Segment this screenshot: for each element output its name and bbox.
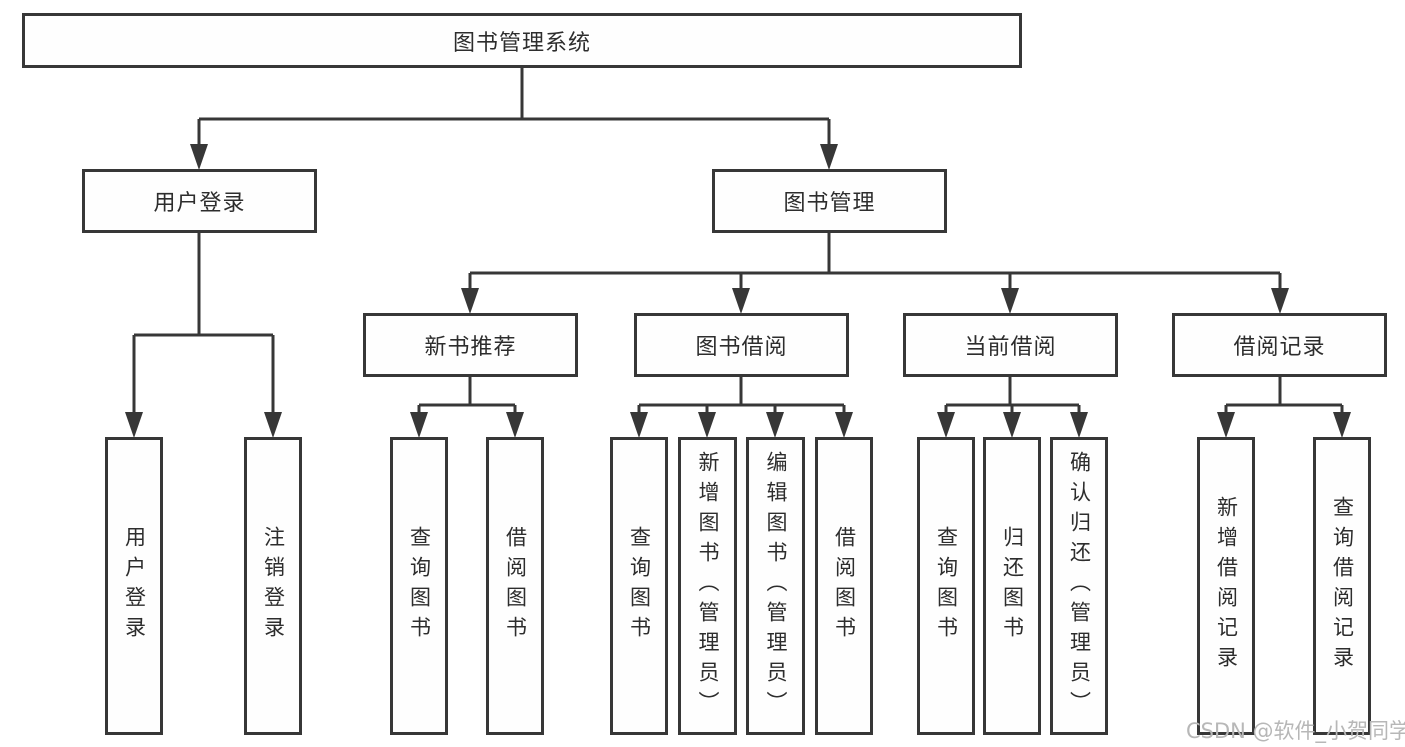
node-confirm-return-admin-label: 确认归还（管理员）	[1067, 451, 1092, 721]
arrowhead	[1271, 288, 1289, 314]
arrowhead	[1070, 412, 1088, 438]
node-borrow-books-recommend: 借阅图书	[486, 437, 544, 735]
node-user-login: 用户登录	[105, 437, 163, 735]
arrowhead	[698, 412, 716, 438]
node-borrow-books-recommend-label: 借阅图书	[503, 526, 528, 646]
node-borrow-books-borrowing-label: 借阅图书	[832, 526, 857, 646]
node-query-books-current: 查询图书	[917, 437, 975, 735]
node-book-management: 图书管理	[712, 169, 947, 233]
node-query-books-borrowing: 查询图书	[610, 437, 668, 735]
node-return-book: 归还图书	[983, 437, 1041, 735]
node-borrowing-records-label: 借阅记录	[1233, 335, 1326, 360]
node-add-book-admin: 新增图书（管理员）	[678, 437, 737, 735]
node-add-borrow-record-label: 新增借阅记录	[1214, 496, 1239, 676]
node-confirm-return-admin: 确认归还（管理员）	[1050, 437, 1108, 735]
node-library-system: 图书管理系统	[22, 13, 1022, 68]
connector-book-management-to-level3	[461, 233, 1289, 314]
node-current-borrowing: 当前借阅	[903, 313, 1118, 377]
node-logout: 注销登录	[244, 437, 302, 735]
node-new-book-recommendation-label: 新书推荐	[424, 335, 517, 360]
arrowhead	[1003, 412, 1021, 438]
node-edit-book-admin-label: 编辑图书（管理员）	[764, 451, 788, 721]
node-borrow-books-borrowing: 借阅图书	[815, 437, 873, 735]
node-add-book-admin-label: 新增图书（管理员）	[696, 451, 720, 721]
node-query-books-current-label: 查询图书	[934, 526, 959, 646]
node-query-borrow-record-label: 查询借阅记录	[1330, 496, 1355, 676]
node-book-borrowing: 图书借阅	[634, 313, 849, 377]
node-user-login-group-label: 用户登录	[153, 191, 246, 216]
arrowhead	[1001, 288, 1019, 314]
arrowhead	[1333, 412, 1351, 438]
arrowhead	[125, 412, 143, 438]
node-book-borrowing-label: 图书借阅	[695, 335, 788, 360]
node-query-books-recommend: 查询图书	[390, 437, 448, 735]
arrowhead	[461, 288, 479, 314]
watermark: CSDN @软件_小贺同学	[1186, 719, 1405, 743]
node-logout-label: 注销登录	[261, 526, 286, 646]
node-query-borrow-record: 查询借阅记录	[1313, 437, 1371, 735]
arrowhead	[506, 412, 524, 438]
node-edit-book-admin: 编辑图书（管理员）	[746, 437, 805, 735]
arrowhead	[937, 412, 955, 438]
arrowhead	[630, 412, 648, 438]
arrowhead	[1217, 412, 1235, 438]
node-user-login-group: 用户登录	[82, 169, 317, 233]
connector-book-borrowing-to-leaves	[630, 377, 853, 438]
connector-current-borrowing-to-leaves	[937, 377, 1088, 438]
node-current-borrowing-label: 当前借阅	[964, 335, 1057, 360]
node-library-system-label: 图书管理系统	[452, 30, 591, 56]
node-book-management-label: 图书管理	[783, 191, 876, 216]
arrowhead	[835, 412, 853, 438]
node-borrowing-records: 借阅记录	[1172, 313, 1387, 377]
node-query-books-recommend-label: 查询图书	[407, 526, 432, 646]
node-new-book-recommendation: 新书推荐	[363, 313, 578, 377]
node-query-books-borrowing-label: 查询图书	[627, 526, 652, 646]
arrowhead	[264, 412, 282, 438]
connector-user-login-to-leaves	[125, 233, 282, 438]
arrowhead	[410, 412, 428, 438]
connector-root-to-level2	[190, 68, 838, 170]
node-user-login-label: 用户登录	[122, 526, 147, 646]
arrowhead	[820, 144, 838, 170]
connector-borrowing-records-to-leaves	[1217, 377, 1351, 438]
node-add-borrow-record: 新增借阅记录	[1197, 437, 1255, 735]
connector-new-book-recommendation-to-leaves	[410, 377, 524, 438]
arrowhead	[732, 288, 750, 314]
arrowhead	[190, 144, 208, 170]
node-return-book-label: 归还图书	[1000, 526, 1025, 646]
arrowhead	[766, 412, 784, 438]
